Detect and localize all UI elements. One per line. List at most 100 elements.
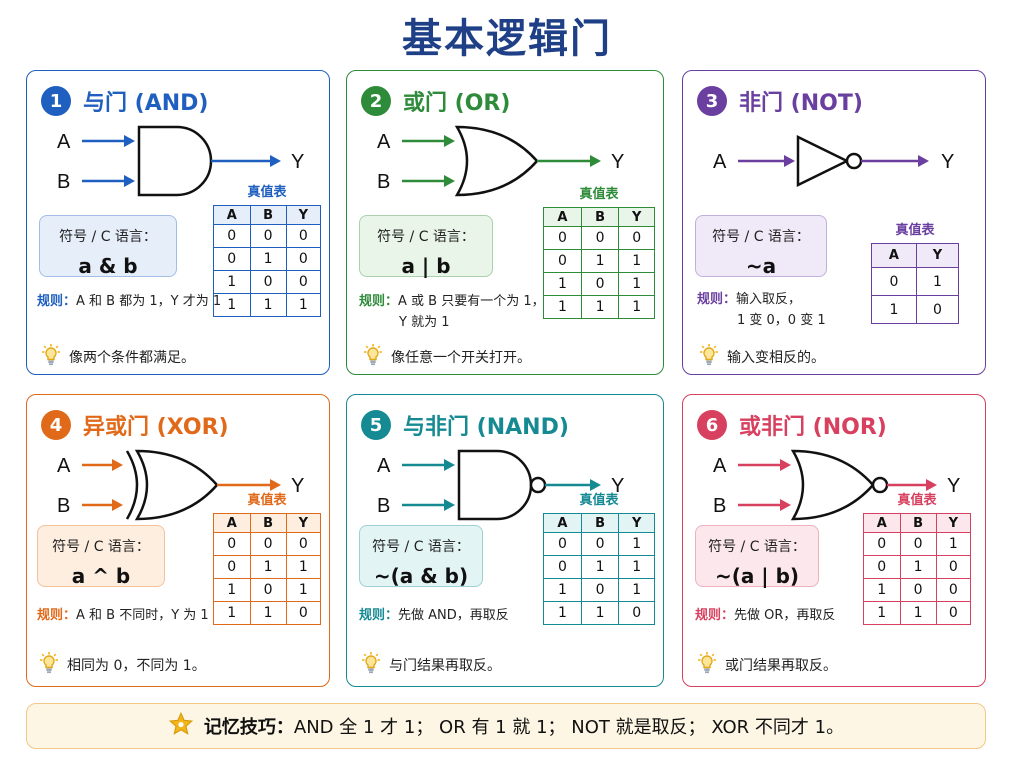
rule-line: 先做 OR，再取反 [734,608,836,623]
not-gate-diagram: A Y [713,134,954,188]
truth-table-cell: 1 [871,295,917,324]
rule-line: A 和 B 不同时，Y 为 1 [76,608,209,623]
truth-table-cell: 1 [543,578,582,602]
gate-label-y: Y [291,151,304,173]
and-gate-body [137,125,213,197]
symbol-label: 符号 / C 语言： [52,539,150,555]
truth-table-header: Y [618,207,655,227]
lightbulb-icon [361,343,385,371]
gate-label-y: Y [291,475,304,497]
xor-gate-body [134,449,219,521]
truth-table-cell: 1 [618,532,655,556]
gate-number-badge: 6 [697,410,727,440]
symbol-box: 符号 / C 语言： ~a [695,215,827,278]
truth-table-cell: 0 [899,532,937,556]
truth-table-cell: 1 [285,293,322,317]
truth-table-cell: 0 [543,555,582,579]
c-expression: a ^ b [71,564,131,588]
truth-table-title: 真值表 [895,223,935,238]
truth-table-cell: 0 [285,247,322,271]
memory-tip-banner: 记忆技巧：AND 全 1 才 1； OR 有 1 就 1； NOT 就是取反； … [26,703,986,749]
gate-name: 与非门 (NAND) [403,415,569,440]
rule-key: 规则： [697,292,737,307]
gate-label-b: B [57,171,70,193]
truth-table-cell: 1 [249,601,287,625]
truth-table-cell: 1 [618,272,655,296]
symbol-label: 符号 / C 语言： [372,539,470,555]
rule-text: 规则：A 或 B 只要有一个为 1，Y 就为 1 [359,291,545,333]
truth-table-cell: 1 [249,555,287,579]
gate-number-badge: 1 [41,86,71,116]
truth-table-cell: 0 [543,532,582,556]
truth-table-header: Y [285,513,322,533]
truth-table-cell: 1 [285,555,322,579]
truth-table-cell: 0 [863,532,901,556]
memory-tip-key: 记忆技巧： [203,717,294,738]
gate-label-a: A [713,455,727,477]
truth-table-header: A [543,513,582,533]
and-gate-diagram: AB Y [57,125,304,197]
c-expression: ~(a | b) [714,564,800,588]
truth-table-cell: 0 [285,270,322,294]
truth-table-cell: 0 [871,267,917,296]
truth-table-header: A [863,513,901,533]
truth-table-cell: 1 [618,249,655,273]
c-expression: ~a [745,254,777,278]
rule-line: 输入取反， [736,292,802,307]
truth-table-cell: 1 [935,532,972,556]
truth-table-cell: 0 [285,532,322,556]
rule-line: Y 就为 1 [399,315,450,330]
inversion-bubble [845,152,863,170]
gate-name: 或门 (OR) [403,91,511,116]
gate-label-y: Y [947,475,960,497]
rule-line: 1 变 0，0 变 1 [737,313,826,328]
rule-line: A 和 B 都为 1，Y 才为 1 [76,294,222,309]
symbol-label: 符号 / C 语言： [712,229,810,245]
gate-number-badge: 2 [361,86,391,116]
gate-label-a: A [377,455,391,477]
truth-table-cell: 1 [580,555,620,579]
truth-table-cell: 0 [249,532,287,556]
truth-table-cell: 1 [543,601,582,625]
gate-label-y: Y [611,475,624,497]
nand-gate-body [457,449,533,521]
truth-table-cell: 1 [863,578,901,602]
xor-gate-diagram: AB Y [57,449,304,521]
tip-text: 像两个条件都满足。 [69,350,195,366]
truth-table-cell: 1 [285,578,322,602]
truth-table-header: A [871,243,917,268]
truth-table-cell: 1 [249,247,287,271]
tip-row: 输入变相反的。 [697,343,825,371]
symbol-label: 符号 / C 语言： [59,229,157,245]
truth-table-cell: 0 [618,601,655,625]
gate-label-b: B [377,171,390,193]
tip-text: 与门结果再取反。 [389,658,501,674]
nor-gate-diagram: AB Y [713,449,960,521]
symbol-label: 符号 / C 语言： [708,539,806,555]
truth-table-cell: 1 [863,601,901,625]
truth-table-cell: 1 [618,578,655,602]
truth-table-cell: 1 [580,249,620,273]
truth-table-cell: 0 [580,578,620,602]
truth-table-cell: 0 [899,578,937,602]
tip-text: 或门结果再取反。 [725,658,837,674]
rule-key: 规则： [359,608,399,623]
truth-table-cell: 1 [580,601,620,625]
symbol-box: 符号 / C 语言： ~(a | b) [695,525,819,588]
gate-label-a: A [713,151,727,173]
truth-table-header: A [213,513,251,533]
nor-gate-body [790,449,875,521]
gate-label-b: B [377,495,390,517]
gate-number-badge: 5 [361,410,391,440]
truth-table-cell: 0 [915,295,960,324]
tip-row: 相同为 0，不同为 1。 [37,651,206,679]
